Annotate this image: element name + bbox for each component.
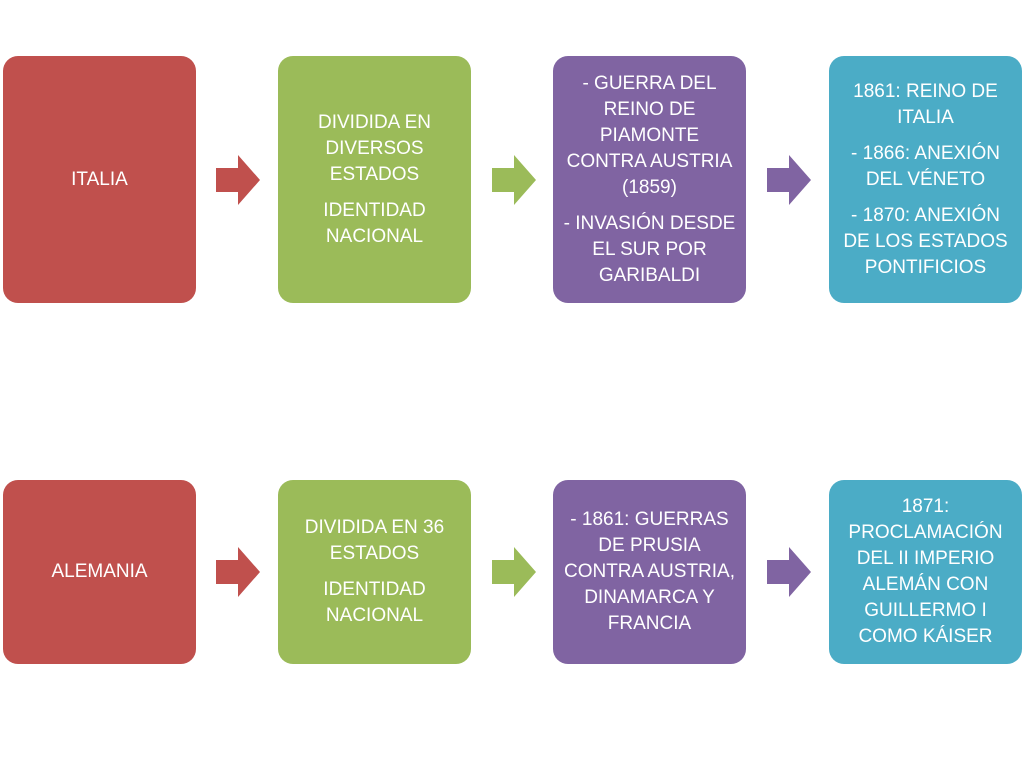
country-box-italia: ITALIA	[3, 56, 196, 303]
events-box-italia: - GUERRA DEL REINO DE PIAMONTE CONTRA AU…	[553, 56, 746, 303]
result-box-italia: 1861: REINO DE ITALIA - 1866: ANEXIÓN DE…	[829, 56, 1022, 303]
result-box-alemania: 1871: PROCLAMACIÓN DEL II IMPERIO ALEMÁN…	[829, 480, 1022, 664]
right-arrow-icon	[216, 155, 260, 205]
event-text: - 1861: GUERRAS DE PRUSIA CONTRA AUSTRIA…	[563, 509, 736, 634]
context-box-italia: DIVIDIDA EN DIVERSOS ESTADOS IDENTIDAD N…	[278, 56, 471, 303]
context-text: DIVIDIDA EN 36 ESTADOS	[304, 517, 445, 564]
right-arrow-icon	[767, 155, 811, 205]
context-text: IDENTIDAD NACIONAL	[323, 199, 426, 247]
right-arrow-icon	[216, 547, 260, 597]
result-text: 1871: PROCLAMACIÓN DEL II IMPERIO ALEMÁN…	[848, 496, 1003, 647]
country-box-alemania: ALEMANIA	[3, 480, 196, 664]
events-box-alemania: - 1861: GUERRAS DE PRUSIA CONTRA AUSTRIA…	[553, 480, 746, 664]
result-text: - 1870: ANEXIÓN DE LOS ESTADOS PONTIFICI…	[843, 204, 1008, 278]
country-label: ALEMANIA	[51, 561, 148, 582]
event-text: - GUERRA DEL REINO DE PIAMONTE CONTRA AU…	[566, 72, 733, 198]
event-text: - INVASIÓN DESDE EL SUR POR GARIBALDI	[563, 212, 736, 286]
context-text: DIVIDIDA EN DIVERSOS ESTADOS	[318, 111, 431, 185]
right-arrow-icon	[492, 547, 536, 597]
right-arrow-icon	[767, 547, 811, 597]
result-text: - 1866: ANEXIÓN DEL VÉNETO	[851, 142, 1000, 190]
country-label: ITALIA	[71, 168, 128, 190]
context-box-alemania: DIVIDIDA EN 36 ESTADOS IDENTIDAD NACIONA…	[278, 480, 471, 664]
context-text: IDENTIDAD NACIONAL	[323, 579, 426, 626]
result-text: 1861: REINO DE ITALIA	[853, 80, 998, 128]
right-arrow-icon	[492, 155, 536, 205]
